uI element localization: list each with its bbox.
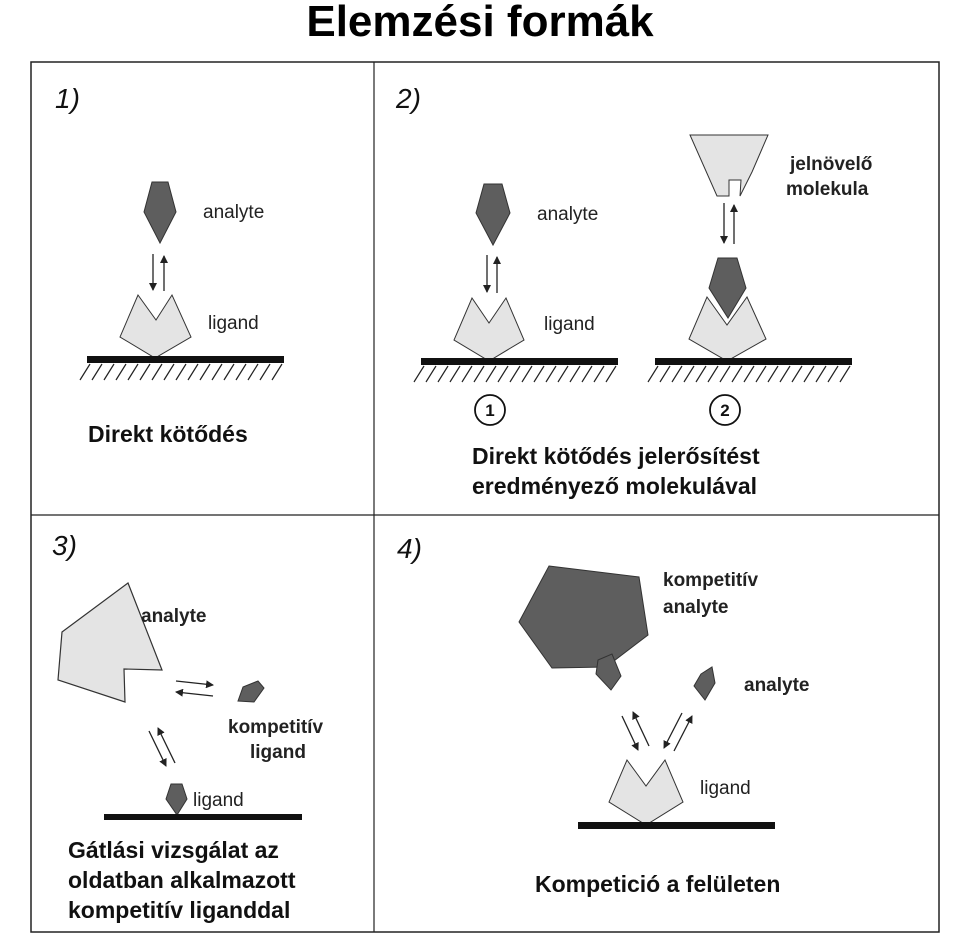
panel-3-competitor-shape [237,680,265,703]
panel-1: 1) analyte ligand Direkt kötődés [55,83,284,447]
panel-2-step1-surface [421,358,618,365]
panel-2-step-2-marker [709,394,741,426]
panel-3-competitor-label-line2: ligand [250,742,306,763]
panel-4-number: 4) [397,533,422,564]
panel-1-number: 1) [55,83,80,114]
panel-3-ligand-label: ligand [193,790,244,811]
panel-4-competitor-label-line2: analyte [663,597,728,618]
panel-2-analyte-shape [475,183,511,247]
panel-1-ligand-label: ligand [208,313,259,334]
panel-3: 3) analyte kompetitív ligand ligand Gátl… [52,530,323,923]
panel-3-competitor-label-line1: kompetitív [228,717,323,738]
panel-2-step2-surface [655,358,852,365]
panel-3-arrow-down [148,730,167,767]
panel-2-step2-ligand-shape [688,295,767,362]
panel-1-analyte-label: analyte [203,202,264,223]
panel-1-caption: Direkt kötődés [88,421,248,447]
panel-2-step-2-label: 2 [720,401,729,420]
panel-3-caption-line2: oldatban alkalmazott [68,867,296,893]
panel-4-ligand-shape [608,758,684,826]
panel-1-analyte-shape [143,181,177,245]
panel-1-surface [87,356,284,363]
panel-4-right-arrow-down [663,712,683,749]
panel-3-arrow-up [157,727,176,764]
panel-4: 4) kompetitív analyte analyte ligand Kom… [397,533,809,897]
panel-4-caption: Kompetició a felületen [535,871,780,897]
panel-4-competitor-label-line1: kompetitív [663,570,758,591]
panel-2-step-1-marker [474,394,506,426]
panel-4-surface [578,822,775,829]
panel-2-step-1-label: 1 [485,401,494,420]
panel-2-enhancer-shape [689,134,769,197]
panel-2-enhancer-label-line1: jelnövelő [789,154,872,175]
panel-4-analyte-shape [693,666,716,701]
panel-4-right-arrow-up [673,715,693,752]
panel-3-number: 3) [52,530,77,561]
panel-3-ligand-shape [165,783,188,816]
panel-2-caption-line2: eredményező molekulával [472,473,757,499]
panel-2: 2) analyte ligand 1 jelnövelő molekula [395,83,872,499]
page-title: Elemzési formák [306,0,654,46]
panel-3-caption-line1: Gátlási vizsgálat az [68,837,279,863]
panel-2-caption-line1: Direkt kötődés jelerősítést [472,443,760,469]
panel-4-left-arrow-down [621,715,639,751]
panel-2-step2-surface-hatching [647,365,851,383]
panel-3-caption-line3: kompetitív liganddal [68,897,290,923]
panel-3-surface [104,814,302,820]
panel-2-step2-bound-analyte-shape [708,257,747,319]
panel-2-enhancer-label-line2: molekula [786,179,869,200]
panel-4-attached-analyte-shape [595,653,622,691]
panel-2-ligand-shape [453,296,525,362]
panel-4-competitive-analyte-shape [518,565,649,669]
panel-2-ligand-label: ligand [544,314,595,335]
panel-2-number: 2) [395,83,421,114]
panel-grid-frame [30,61,940,933]
panel-3-arrow-right [175,680,214,689]
panel-1-ligand-shape [119,293,192,359]
panel-4-analyte-label: analyte [744,675,809,696]
panel-3-analyte-label: analyte [141,606,206,627]
panel-2-analyte-label: analyte [537,204,598,225]
panel-2-step1-surface-hatching [413,365,617,383]
panel-1-surface-hatching [79,363,283,381]
panel-3-receptor-shape [57,582,163,703]
panel-4-ligand-label: ligand [700,778,751,799]
panel-3-arrow-left [175,688,214,697]
panel-4-left-arrow-up [632,711,650,747]
